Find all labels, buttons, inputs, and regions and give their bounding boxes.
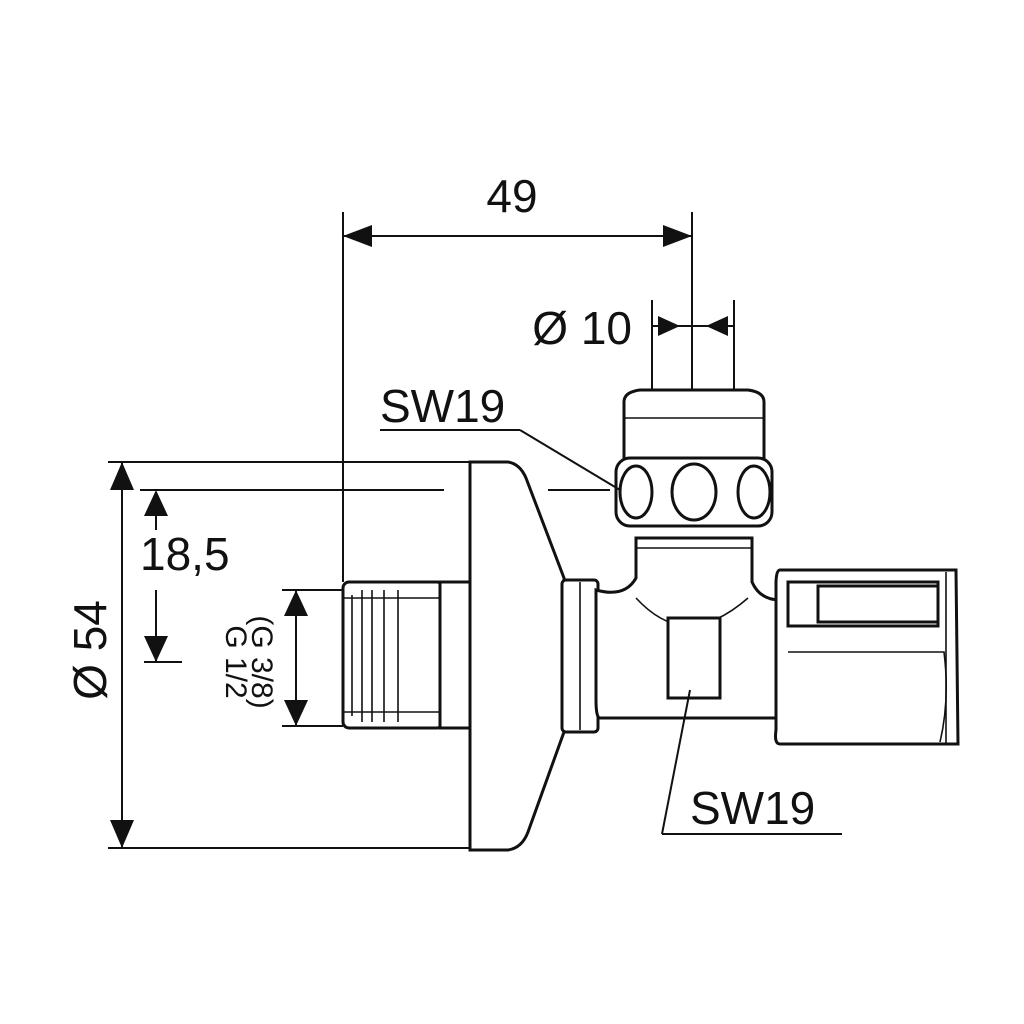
inlet-collar	[438, 580, 472, 730]
inlet-thread	[341, 580, 445, 730]
flange-diameter-dimension: Ø 54	[64, 461, 470, 849]
flange-offset-dimension: 18,5	[140, 489, 610, 663]
wrench-bottom-label: SW19	[690, 782, 815, 834]
stem-diameter-dimension: Ø 10	[532, 300, 735, 390]
thread-secondary-label: (G 3/8)	[245, 615, 278, 708]
inner-spindle	[666, 616, 722, 700]
width-label: 49	[486, 170, 537, 222]
wrench-bottom-callout: SW19	[661, 689, 842, 835]
stem-cap	[622, 388, 766, 464]
outlet-nut	[774, 568, 960, 746]
top-hex-nut	[614, 456, 774, 528]
width-dimension: 49	[342, 170, 693, 582]
stem-diameter-label: Ø 10	[532, 302, 632, 354]
arrow-left	[343, 225, 372, 247]
flange-offset-label: 18,5	[140, 528, 230, 580]
arrow-right	[663, 225, 692, 247]
rosette-flange	[468, 460, 566, 852]
thread-dimension: G 1/2 (G 3/8)	[219, 589, 343, 727]
flange-diameter-label: Ø 54	[64, 600, 116, 700]
wrench-top-callout: SW19	[380, 380, 621, 491]
wrench-top-label: SW19	[380, 380, 505, 432]
valve-body	[341, 388, 960, 852]
thread-primary-label: G 1/2	[219, 625, 252, 698]
